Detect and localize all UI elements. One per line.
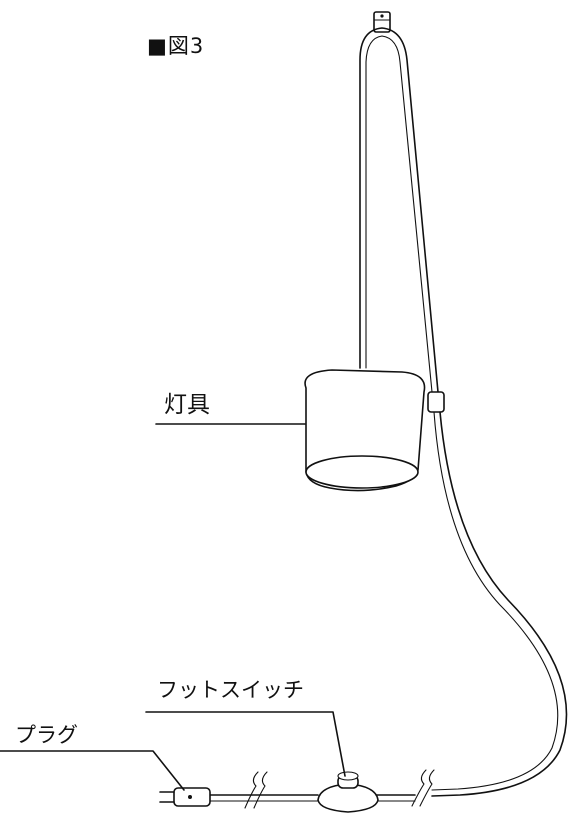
leader-line-plug	[0, 750, 185, 791]
foot-switch-label: フットスイッチ	[157, 678, 304, 702]
lamp-label: 灯具	[164, 392, 210, 418]
floor-cord-left	[209, 794, 319, 802]
figure-title: ■図3	[147, 34, 205, 58]
ceiling-hook	[373, 11, 391, 33]
plug-label: プラグ	[15, 723, 78, 747]
lamp-shade	[304, 369, 426, 492]
cord-break-symbol-left	[244, 771, 268, 809]
suspension-cord	[359, 27, 439, 393]
main-cord	[431, 411, 568, 797]
leader-line-foot-switch	[145, 711, 346, 777]
floor-cord-right	[371, 794, 416, 802]
cord-break-symbol	[411, 769, 435, 807]
cord-clip	[427, 391, 445, 413]
foot-switch	[317, 771, 379, 813]
plug	[159, 787, 211, 807]
